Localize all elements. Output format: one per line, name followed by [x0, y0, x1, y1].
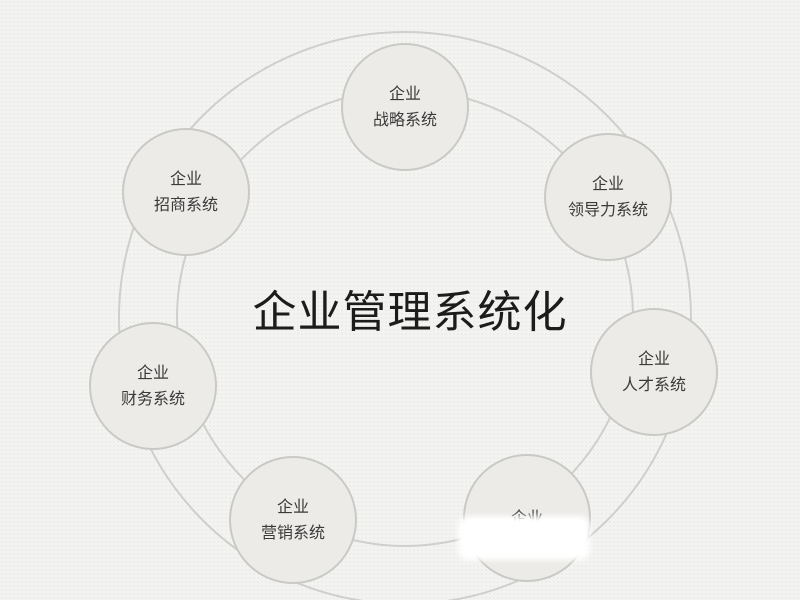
- node-line2: 战略系统: [372, 110, 437, 129]
- node-line2: 招商系统: [153, 195, 218, 214]
- node-line2: 营销系统: [260, 523, 325, 542]
- outer-ring: [118, 31, 692, 600]
- node-line1: 企业: [637, 349, 670, 368]
- node-line1: 企业: [388, 84, 421, 103]
- node-leadership-system: 企业 领导力系统: [544, 133, 672, 261]
- node-line1: 企业: [136, 363, 169, 382]
- node-line2: 财务系统: [120, 389, 185, 408]
- node-marketing-system: 企业 营销系统: [229, 456, 357, 584]
- center-title: 企业管理系统化: [252, 287, 568, 338]
- node-line2: 领导力系统: [567, 200, 648, 219]
- node-talent-system: 企业 人才系统: [590, 308, 718, 436]
- node-investment-system: 企业 招商系统: [122, 128, 250, 256]
- node-line2: 人才系统: [621, 375, 686, 394]
- node-finance-system: 企业 财务系统: [89, 322, 217, 450]
- node-line1: 企业: [276, 497, 309, 516]
- node-strategy-system: 企业 战略系统: [341, 43, 469, 171]
- node-line1: 企业: [169, 169, 202, 188]
- erased-patch: [458, 516, 590, 560]
- node-line1: 企业: [591, 174, 624, 193]
